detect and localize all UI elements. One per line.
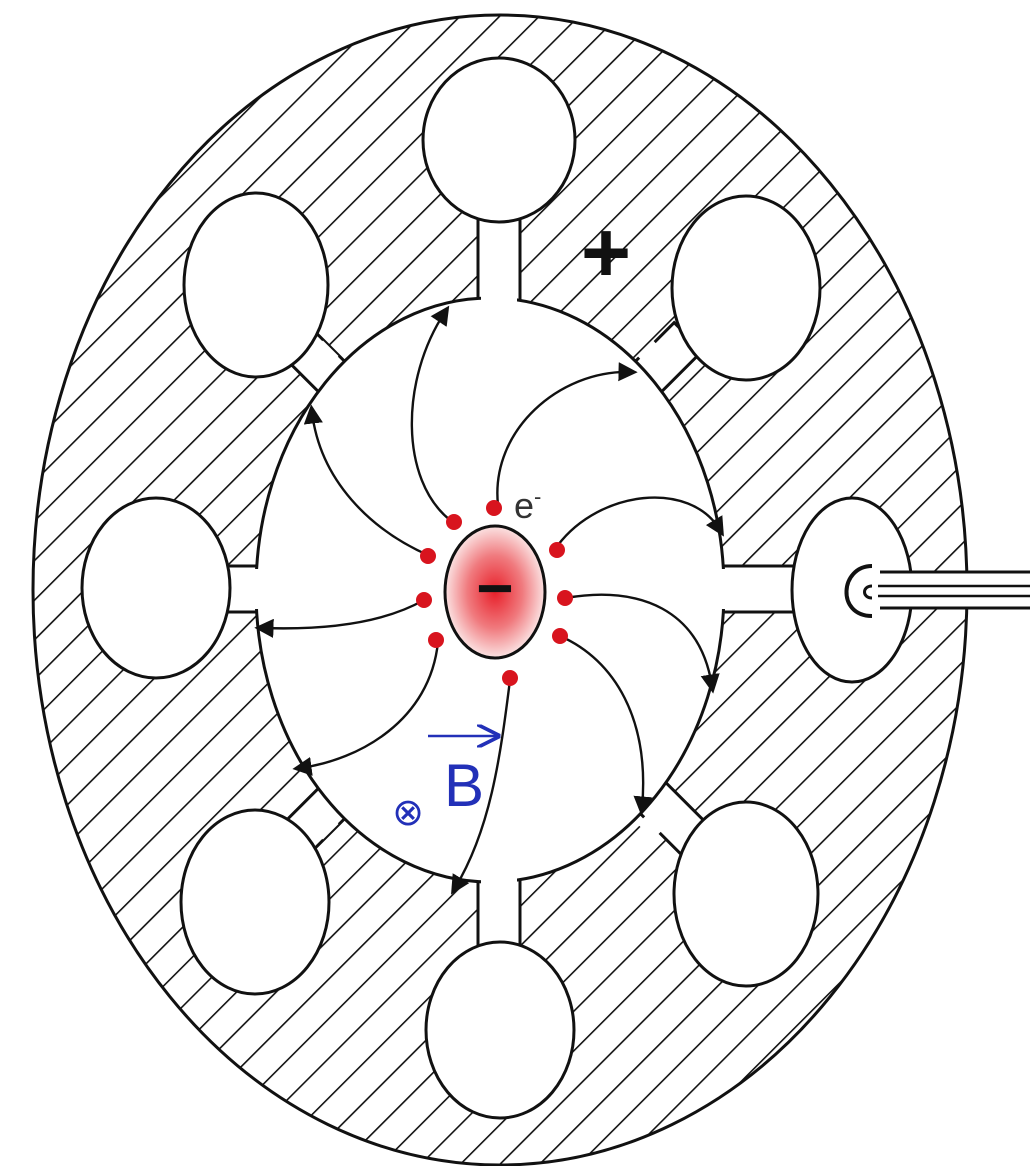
output-waveguide <box>878 572 1030 608</box>
electron-dot <box>446 514 462 530</box>
electron-dot <box>486 500 502 516</box>
electron-dot <box>549 542 565 558</box>
electron-dot <box>428 632 444 648</box>
field-direction-symbol: ⊗ <box>392 792 424 834</box>
anode-sign: + <box>581 205 631 301</box>
electron-dot <box>420 548 436 564</box>
electron-dot <box>552 628 568 644</box>
electron-dot <box>502 670 518 686</box>
electron-dot <box>416 592 432 608</box>
electron-label-base: e <box>514 485 534 526</box>
electron-dot <box>557 590 573 606</box>
electron-label-superscript: - <box>534 484 541 509</box>
field-vector-symbol: B <box>444 752 484 819</box>
cathode-sign: − <box>476 552 513 624</box>
